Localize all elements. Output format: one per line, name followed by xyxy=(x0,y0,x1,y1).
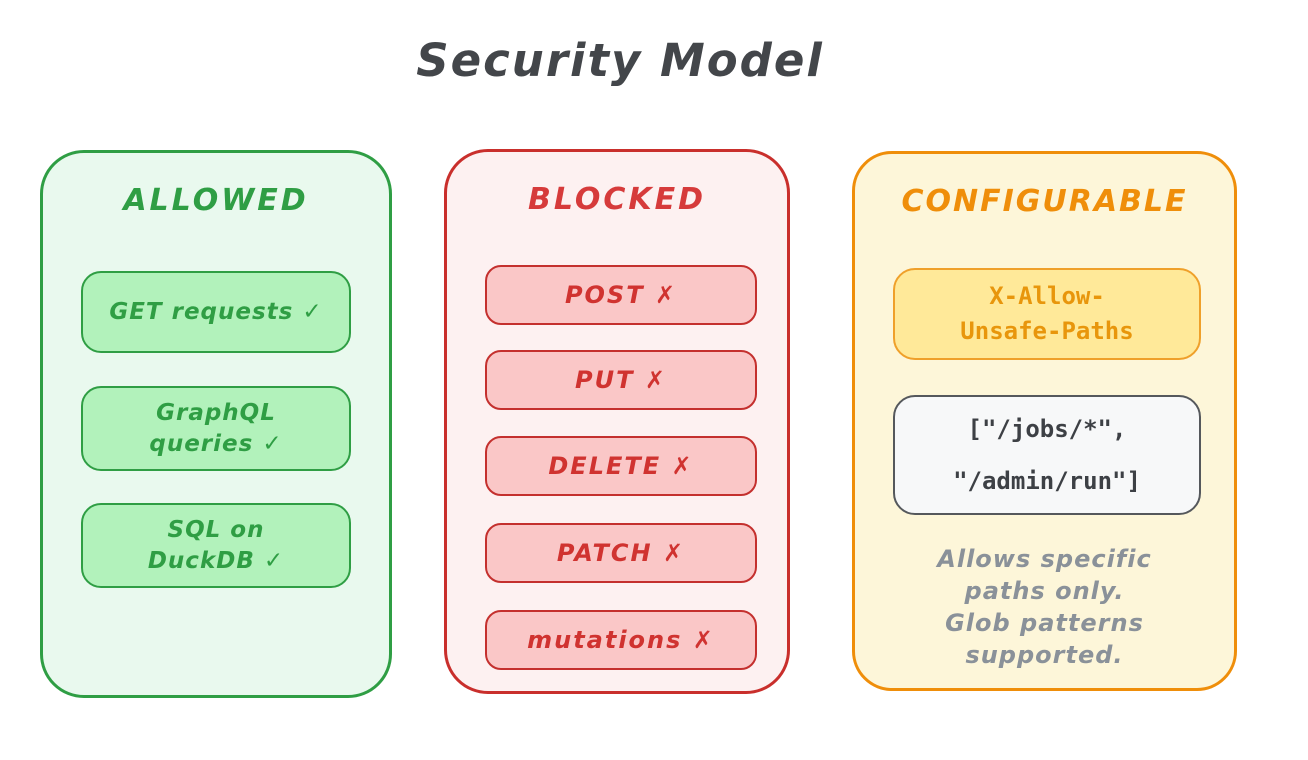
configurable-token-line2: Unsafe-Paths xyxy=(960,317,1134,345)
configurable-note-line4: supported. xyxy=(965,641,1124,669)
panel-configurable: CONFIGURABLE X-Allow- Unsafe-Paths ["/jo… xyxy=(852,151,1237,691)
configurable-note-line1: Allows specific xyxy=(937,545,1152,573)
allowed-item-graphql-queries: GraphQL queries ✓ xyxy=(81,386,351,471)
blocked-item-delete: DELETE ✗ xyxy=(485,436,757,496)
allowed-item-get-requests: GET requests ✓ xyxy=(81,271,351,353)
blocked-item-post: POST ✗ xyxy=(485,265,757,325)
blocked-item-put: PUT ✗ xyxy=(485,350,757,410)
panel-blocked-header: BLOCKED xyxy=(527,182,707,217)
configurable-note-line3: Glob patterns xyxy=(945,609,1144,637)
configurable-code-line1: ["/jobs/*", xyxy=(967,415,1127,443)
panel-allowed-header: ALLOWED xyxy=(123,183,309,218)
configurable-note: Allows specific paths only. Glob pattern… xyxy=(855,543,1234,671)
configurable-code-sample: ["/jobs/*", "/admin/run"] xyxy=(893,395,1201,515)
panel-blocked: BLOCKED POST ✗ PUT ✗ DELETE ✗ PATCH ✗ mu… xyxy=(444,149,790,694)
configurable-note-line2: paths only. xyxy=(964,577,1125,605)
allowed-item-sql-duckdb: SQL on DuckDB ✓ xyxy=(81,503,351,588)
panel-allowed: ALLOWED GET requests ✓ GraphQL queries ✓… xyxy=(40,150,392,698)
blocked-item-mutations: mutations ✗ xyxy=(485,610,757,670)
configurable-token-line1: X-Allow- xyxy=(989,282,1105,310)
allowed-item-sql-line1: SQL on xyxy=(167,516,265,543)
configurable-code-line2: "/admin/run"] xyxy=(953,467,1141,495)
allowed-item-graphql-line1: GraphQL xyxy=(156,399,276,426)
diagram-title: Security Model xyxy=(416,34,824,87)
allowed-item-get-requests-label: GET requests ✓ xyxy=(109,298,323,325)
blocked-item-patch: PATCH ✗ xyxy=(485,523,757,583)
allowed-item-graphql-line2: queries ✓ xyxy=(149,430,283,457)
configurable-header-token: X-Allow- Unsafe-Paths xyxy=(893,268,1201,360)
allowed-item-sql-line2: DuckDB ✓ xyxy=(147,547,285,574)
panel-configurable-header: CONFIGURABLE xyxy=(901,184,1188,219)
